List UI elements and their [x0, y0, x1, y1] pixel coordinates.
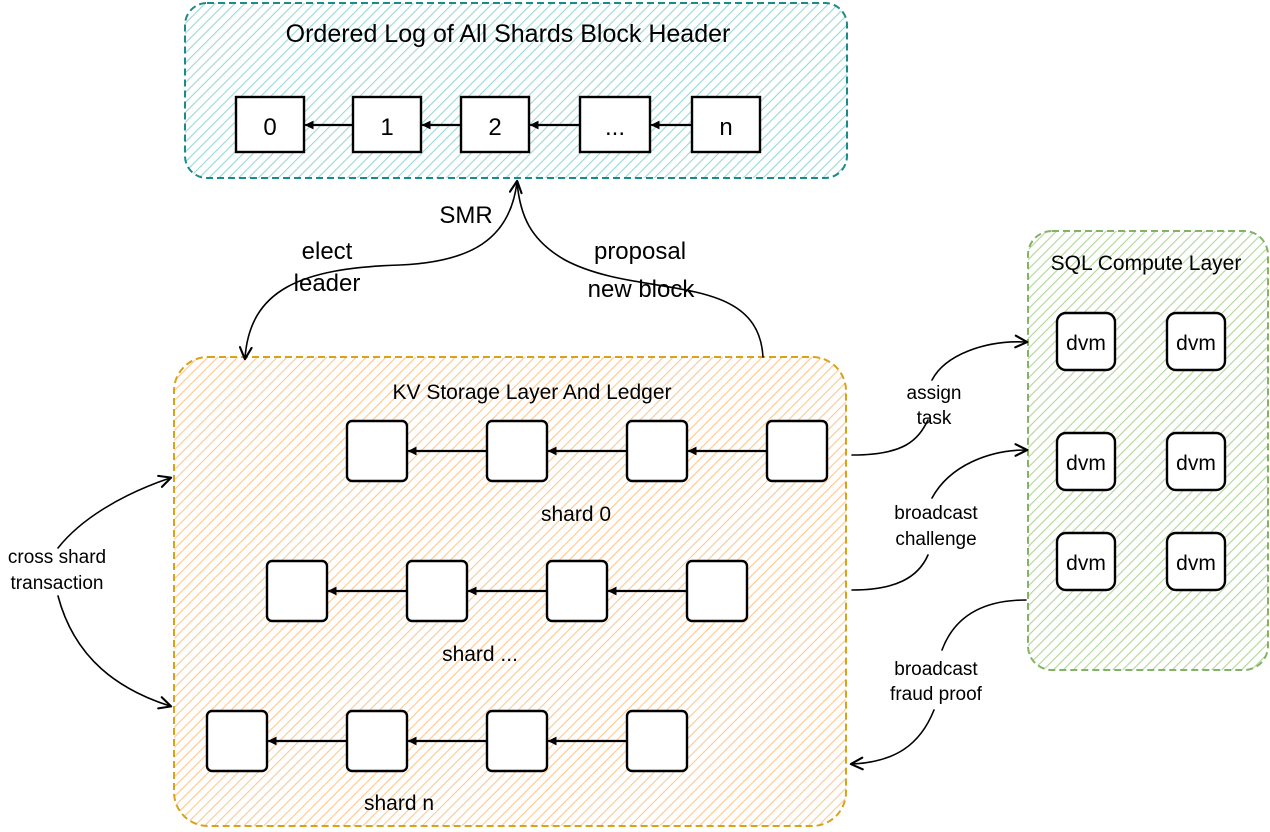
broadcast-fraud-proof-edge	[941, 599, 1027, 651]
svg-text:2: 2	[488, 114, 501, 141]
shard-ellipsis-label: shard ...	[442, 643, 518, 666]
smr-label: SMR	[439, 202, 492, 229]
broadcast-challenge-edge-arrow	[931, 443, 1029, 499]
shard-n-label: shard n	[364, 792, 434, 815]
svg-text:dvm: dvm	[1066, 552, 1106, 575]
log-block-n: n	[690, 95, 762, 154]
ordered-log-container: Ordered Log of All Shards Block Header	[184, 2, 848, 179]
shard-n-block-1	[205, 709, 269, 773]
shard-0-block-2	[485, 419, 549, 483]
svg-text:0: 0	[263, 114, 276, 141]
cross-shard-edge-down	[57, 595, 173, 710]
dvm-node: dvm	[1055, 431, 1117, 492]
shard-0-block-1	[345, 419, 409, 483]
shard-n-block-2	[345, 709, 409, 773]
sql-compute-title: SQL Compute Layer	[1051, 252, 1242, 275]
shard-ellipsis-block-3	[545, 559, 609, 623]
log-block-0: 0	[234, 95, 306, 154]
broadcast-fraud-proof-edge-arrow	[849, 709, 935, 771]
svg-text:dvm: dvm	[1066, 332, 1106, 355]
assign-task-edge-arrow	[931, 334, 1029, 381]
shard-n-block-3	[485, 709, 549, 773]
assign-task-label-line1: assign	[907, 383, 962, 404]
shard-ellipsis-block-4	[685, 559, 749, 623]
shard-0-chain: shard 0	[345, 419, 829, 526]
broadcast-challenge-label-line1: broadcast	[894, 503, 978, 524]
ordered-log-title: Ordered Log of All Shards Block Header	[286, 20, 731, 48]
shard-n-chain: shard n	[205, 709, 689, 815]
log-block-list: 0 1 2 ... n	[234, 95, 762, 154]
shard-0-block-3	[625, 419, 689, 483]
proposal-new-block-edge	[516, 181, 764, 358]
dvm-node: dvm	[1165, 311, 1227, 372]
elect-leader-label-line2: leader	[294, 270, 361, 297]
log-block-ellipsis: ...	[578, 95, 652, 154]
shard-ellipsis-chain: shard ...	[265, 559, 749, 666]
dvm-node: dvm	[1165, 431, 1227, 492]
proposal-label-line1: proposal	[594, 238, 686, 265]
svg-text:1: 1	[380, 114, 393, 141]
broadcast-challenge-label-line2: challenge	[895, 529, 976, 550]
assign-task-label-line2: task	[917, 408, 952, 429]
shard-n-block-4	[625, 709, 689, 773]
dvm-node: dvm	[1165, 531, 1227, 592]
log-block-1: 1	[351, 95, 423, 154]
dvm-node: dvm	[1055, 311, 1117, 372]
proposal-label-line2: new block	[588, 276, 696, 303]
broadcast-fraud-proof-label-line2: fraud proof	[890, 684, 983, 705]
dvm-grid: dvm dvm dvm dvm dvm dvm	[1055, 311, 1227, 592]
svg-text:dvm: dvm	[1176, 452, 1216, 475]
cross-shard-label-line1: cross shard	[8, 547, 106, 568]
svg-text:...: ...	[605, 114, 625, 141]
cross-shard-label-line2: transaction	[11, 573, 104, 594]
kv-storage-title: KV Storage Layer And Ledger	[392, 381, 671, 404]
shard-ellipsis-block-2	[405, 559, 469, 623]
shard-ellipsis-block-1	[265, 559, 329, 623]
svg-text:dvm: dvm	[1176, 332, 1216, 355]
elect-leader-label-line1: elect	[302, 238, 353, 265]
log-block-2: 2	[459, 95, 531, 154]
broadcast-fraud-proof-label-line1: broadcast	[894, 659, 978, 680]
cross-shard-edge-up	[57, 474, 173, 549]
assign-task-edge	[851, 419, 929, 456]
elect-leader-edge	[238, 179, 523, 361]
shard-0-label: shard 0	[541, 503, 611, 526]
shard-0-block-4	[765, 419, 829, 483]
svg-text:dvm: dvm	[1176, 552, 1216, 575]
broadcast-challenge-edge	[851, 554, 929, 591]
svg-text:n: n	[719, 114, 732, 141]
svg-text:dvm: dvm	[1066, 452, 1106, 475]
dvm-node: dvm	[1055, 531, 1117, 592]
